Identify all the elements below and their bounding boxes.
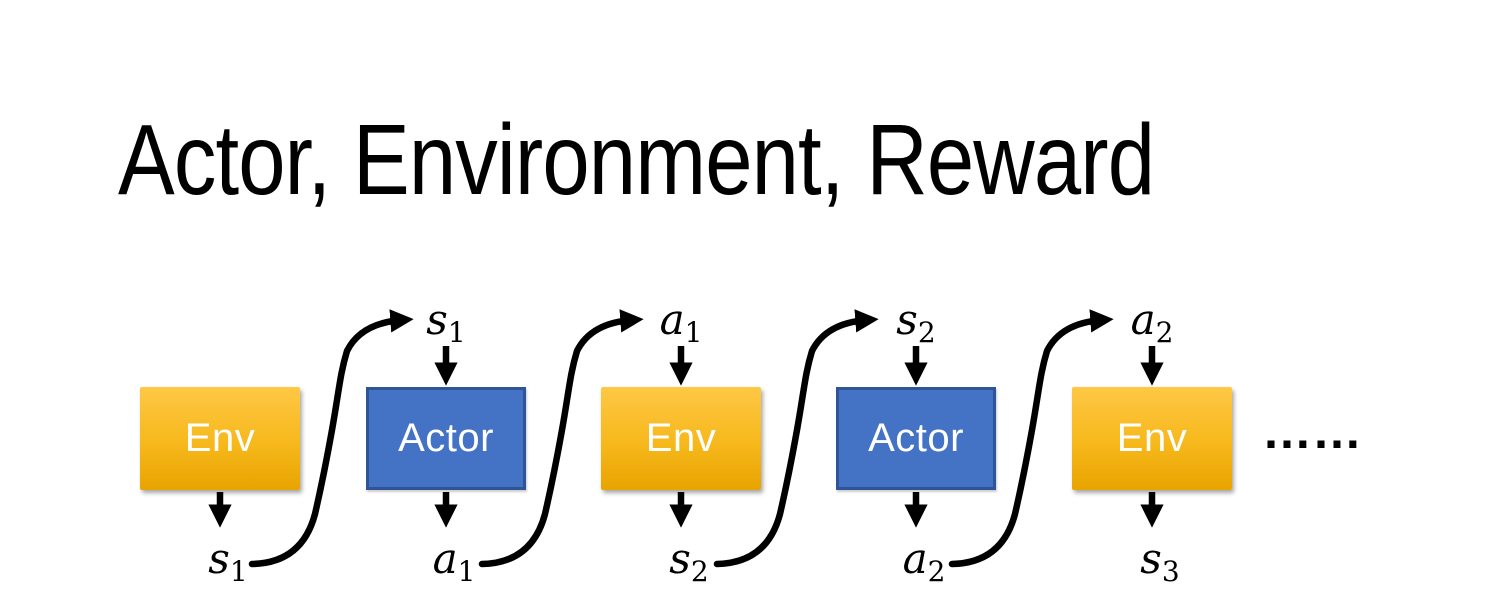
bottom-label-a1-sub: 1 bbox=[457, 555, 476, 588]
env-box-3: Env bbox=[1072, 387, 1232, 490]
bottom-label-s3-sub: 3 bbox=[1161, 555, 1180, 588]
env-box-2-label: Env bbox=[645, 416, 717, 460]
actor-box-1-label: Actor bbox=[398, 416, 494, 460]
bottom-label-a1: a1 bbox=[412, 538, 496, 586]
actor-box-2: Actor bbox=[836, 387, 996, 490]
top-label-s2-sub: 2 bbox=[917, 316, 936, 349]
bottom-label-s3: s3 bbox=[1118, 538, 1202, 586]
continuation-ellipsis: …… bbox=[1262, 403, 1362, 459]
bottom-label-s2: s2 bbox=[647, 538, 731, 586]
actor-box-1: Actor bbox=[366, 387, 526, 490]
env-box-3-label: Env bbox=[1116, 416, 1188, 460]
top-label-s1: s1 bbox=[404, 299, 488, 347]
top-label-s1-sub: 1 bbox=[447, 316, 466, 349]
top-label-a2: a2 bbox=[1110, 299, 1194, 347]
top-label-a1-base: a bbox=[659, 295, 685, 344]
bottom-label-s2-sub: 2 bbox=[690, 555, 709, 588]
env-box-2: Env bbox=[601, 387, 761, 490]
bottom-label-a2: a2 bbox=[882, 538, 966, 586]
slide-title: Actor, Environment, Reward bbox=[118, 104, 1155, 216]
bottom-label-s1-sub: 1 bbox=[229, 555, 248, 588]
bottom-label-s1: s1 bbox=[186, 538, 270, 586]
env-box-1-label: Env bbox=[184, 416, 256, 460]
bottom-label-s1-base: s bbox=[208, 534, 230, 583]
bottom-label-a2-sub: 2 bbox=[927, 555, 946, 588]
top-label-s2-base: s bbox=[896, 295, 918, 344]
top-label-s1-base: s bbox=[426, 295, 448, 344]
top-label-a2-sub: 2 bbox=[1155, 316, 1174, 349]
bottom-label-s3-base: s bbox=[1140, 534, 1162, 583]
top-label-s2: s2 bbox=[874, 299, 958, 347]
actor-box-2-label: Actor bbox=[868, 416, 964, 460]
top-label-a2-base: a bbox=[1130, 295, 1156, 344]
bottom-label-s2-base: s bbox=[669, 534, 691, 583]
top-label-a1: a1 bbox=[639, 299, 723, 347]
top-label-a1-sub: 1 bbox=[684, 316, 703, 349]
bottom-label-a1-base: a bbox=[432, 534, 458, 583]
env-box-1: Env bbox=[140, 387, 300, 490]
bottom-label-a2-base: a bbox=[902, 534, 928, 583]
